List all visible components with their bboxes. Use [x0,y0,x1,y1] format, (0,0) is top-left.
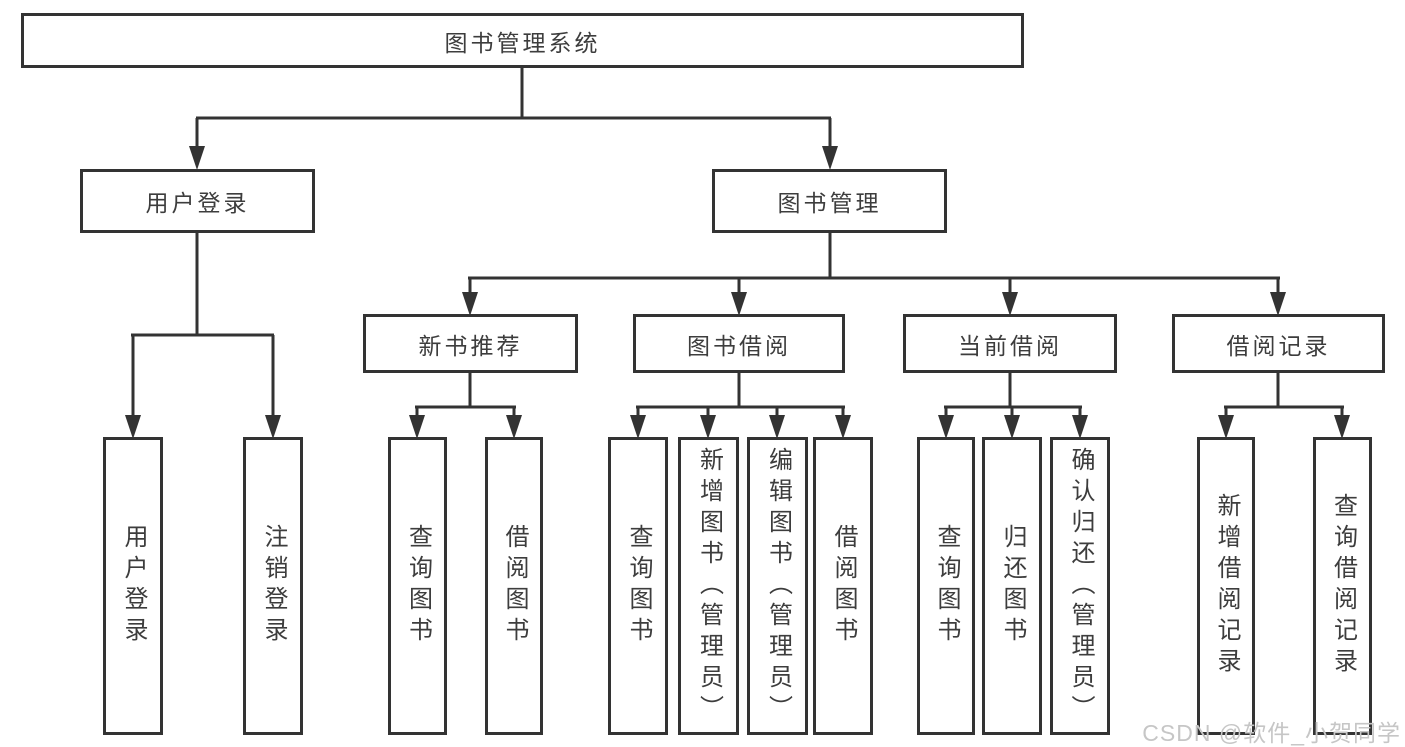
node-book-management: 图书管理 [712,169,947,233]
leaf-borrowing-borrow-books: 借阅图书 [813,437,873,735]
leaf-records-query-record: 查询借阅记录 [1313,437,1372,735]
leaf-current-query-books: 查询图书 [917,437,975,735]
node-book-borrowing: 图书借阅 [633,314,845,373]
node-borrow-records: 借阅记录 [1172,314,1385,373]
leaf-borrowing-add-books-admin-label: 新增图书（管理员） [695,446,723,726]
leaf-borrowing-query-books: 查询图书 [608,437,668,735]
leaf-logout: 注销登录 [243,437,303,735]
node-root: 图书管理系统 [21,13,1024,68]
node-new-book-recommend: 新书推荐 [363,314,578,373]
node-root-label: 图书管理系统 [444,29,601,56]
leaf-current-return-books-label: 归还图书 [999,524,1026,648]
leaf-records-query-record-label: 查询借阅记录 [1329,493,1357,679]
arrowheads [125,146,1350,439]
leaf-logout-label: 注销登录 [260,524,287,648]
leaf-borrowing-edit-books-admin-label: 编辑图书（管理员） [764,446,792,726]
node-current-borrowing: 当前借阅 [903,314,1117,373]
node-user-login-label: 用户登录 [145,190,250,216]
watermark: CSDN @软件_小贺同学 [1142,720,1401,746]
leaf-borrowing-edit-books-admin: 编辑图书（管理员） [747,437,808,735]
leaf-records-add-record: 新增借阅记录 [1197,437,1255,735]
leaf-user-login: 用户登录 [103,437,163,735]
leaf-borrowing-add-books-admin: 新增图书（管理员） [678,437,739,735]
leaf-current-confirm-return-admin: 确认归还（管理员） [1050,437,1110,735]
leaf-current-return-books: 归还图书 [982,437,1042,735]
node-book-management-label: 图书管理 [777,190,882,216]
node-book-borrowing-label: 图书借阅 [687,332,791,359]
leaf-newbook-borrow-books-label: 借阅图书 [501,524,528,648]
node-borrow-records-label: 借阅记录 [1226,332,1331,359]
leaf-newbook-borrow-books: 借阅图书 [485,437,543,735]
leaf-borrowing-query-books-label: 查询图书 [625,524,652,648]
leaf-user-login-label: 用户登录 [120,524,147,648]
leaf-current-confirm-return-admin-label: 确认归还（管理员） [1067,446,1094,726]
leaf-newbook-query-books-label: 查询图书 [404,524,432,648]
node-user-login: 用户登录 [80,169,315,233]
leaf-current-query-books-label: 查询图书 [933,524,960,648]
leaf-borrowing-borrow-books-label: 借阅图书 [830,524,857,648]
leaf-records-add-record-label: 新增借阅记录 [1213,493,1240,679]
node-current-borrowing-label: 当前借阅 [958,332,1062,359]
leaf-newbook-query-books: 查询图书 [388,437,447,735]
node-new-book-recommend-label: 新书推荐 [418,332,523,359]
